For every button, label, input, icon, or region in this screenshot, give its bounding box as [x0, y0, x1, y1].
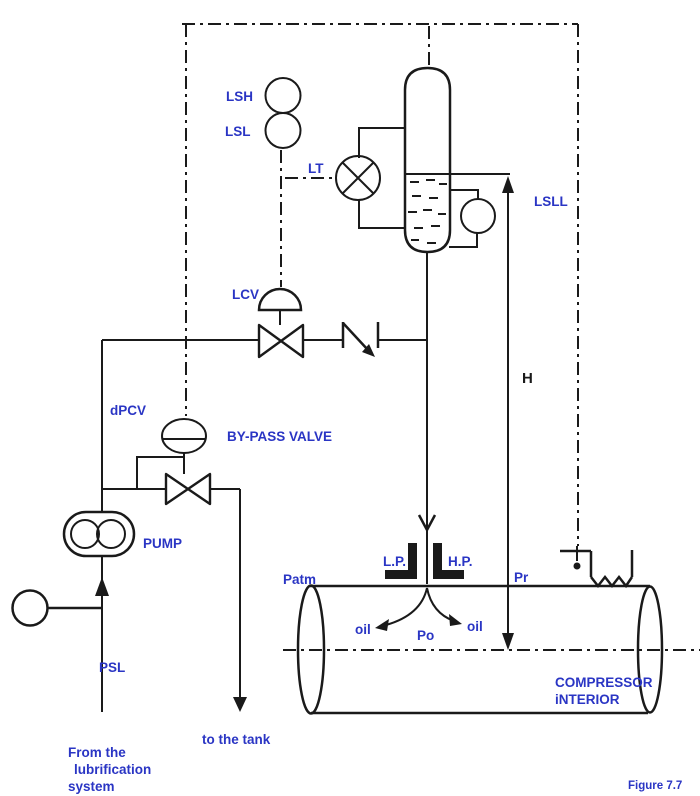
compressor-right-end	[636, 585, 664, 714]
compressor-left-end	[296, 584, 326, 715]
check-valve-diagonal	[342, 322, 369, 351]
dpcv-bypass	[102, 418, 247, 712]
probe-tip-dot	[573, 562, 581, 570]
oil-spray-right-arrow	[449, 614, 462, 626]
separator-vessel	[403, 66, 510, 254]
lsll-bottom-tap	[449, 233, 478, 248]
oil-pump	[62, 510, 136, 558]
liquid-hatch	[408, 179, 447, 244]
label-from-line-1: From the	[68, 745, 126, 760]
label-pump: PUMP	[143, 536, 182, 551]
lsll-instrument-circle	[460, 198, 496, 234]
label-bypass-valve: BY-PASS VALVE	[227, 429, 332, 444]
label-hp: H.P.	[448, 554, 473, 569]
lt-bottom-tap	[358, 199, 405, 229]
label-compressor-1: COMPRESSOR	[555, 675, 653, 690]
label-psl: PSL	[99, 660, 125, 675]
lsll-top-tap	[450, 189, 479, 200]
label-lt: LT	[308, 161, 324, 176]
lcv-actuator-dome	[257, 287, 303, 312]
check-valve-arrowhead	[362, 344, 375, 357]
label-from-line-2: lubrification	[74, 762, 151, 777]
vessel-shell	[403, 66, 452, 254]
lt-x-mark	[341, 161, 375, 195]
text-labels: LSH LSL LT LCV dPCV BY-PASS VALVE PUMP P…	[68, 89, 682, 794]
lcv-valve-right-wedge	[279, 323, 305, 359]
psl-instrument-circle	[11, 589, 49, 627]
check-valve	[341, 322, 380, 357]
lsll-switch	[449, 189, 496, 248]
level-switches	[264, 77, 302, 149]
lsl-instrument-circle	[264, 112, 302, 149]
spring-zigzag	[590, 574, 634, 589]
label-lsh: LSH	[226, 89, 253, 104]
psl-switch	[11, 589, 102, 627]
pump-casing	[62, 510, 136, 558]
oil-spray-left-arrow	[375, 619, 389, 631]
h-dimension	[502, 176, 514, 650]
lcv-control-valve	[257, 287, 305, 359]
h-arrow-down	[502, 633, 514, 650]
dpcv-sensing-line	[136, 456, 184, 489]
label-po: Po	[417, 628, 434, 643]
label-to-the-tank: to the tank	[202, 732, 271, 747]
downcomer-flow-arrow	[417, 514, 437, 533]
label-dpcv: dPCV	[110, 403, 146, 418]
label-patm: Patm	[283, 572, 316, 587]
lcv-valve-left-wedge	[257, 323, 283, 359]
label-h-dimension: H	[522, 370, 533, 387]
oil-piping	[95, 252, 437, 712]
label-compressor-2: iNTERIOR	[555, 692, 620, 707]
label-lsll: LSLL	[534, 194, 568, 209]
oil-spray-left-curve	[385, 587, 428, 626]
lt-instrument-circle	[335, 155, 381, 201]
lt-top-tap	[358, 127, 405, 158]
oil-injection	[375, 543, 464, 631]
dpcv-actuator	[161, 418, 207, 454]
label-pr: Pr	[514, 570, 529, 585]
h-arrow-up	[502, 176, 514, 193]
compressor	[283, 584, 700, 715]
hp-bracket	[433, 543, 464, 579]
pump-gear-left	[70, 519, 100, 549]
label-lp: L.P.	[383, 554, 406, 569]
bypass-valve-left-wedge	[164, 472, 190, 506]
label-oil-left: oil	[355, 622, 371, 637]
label-from-line-3: system	[68, 779, 115, 794]
label-lcv: LCV	[232, 287, 259, 302]
pump-gear-right	[96, 519, 126, 549]
suction-flow-arrow	[95, 577, 109, 596]
reference-signal-lines	[182, 23, 579, 546]
level-transmitter	[335, 127, 405, 229]
lp-bracket	[385, 543, 417, 579]
lsh-instrument-circle	[264, 77, 302, 114]
label-oil-right: oil	[467, 619, 483, 634]
bypass-valve-right-wedge	[186, 472, 212, 506]
figure-caption: Figure 7.7	[628, 780, 682, 792]
spring-contact-assembly	[560, 546, 634, 589]
to-tank-arrowhead	[233, 697, 247, 712]
label-lsl: LSL	[225, 124, 251, 139]
